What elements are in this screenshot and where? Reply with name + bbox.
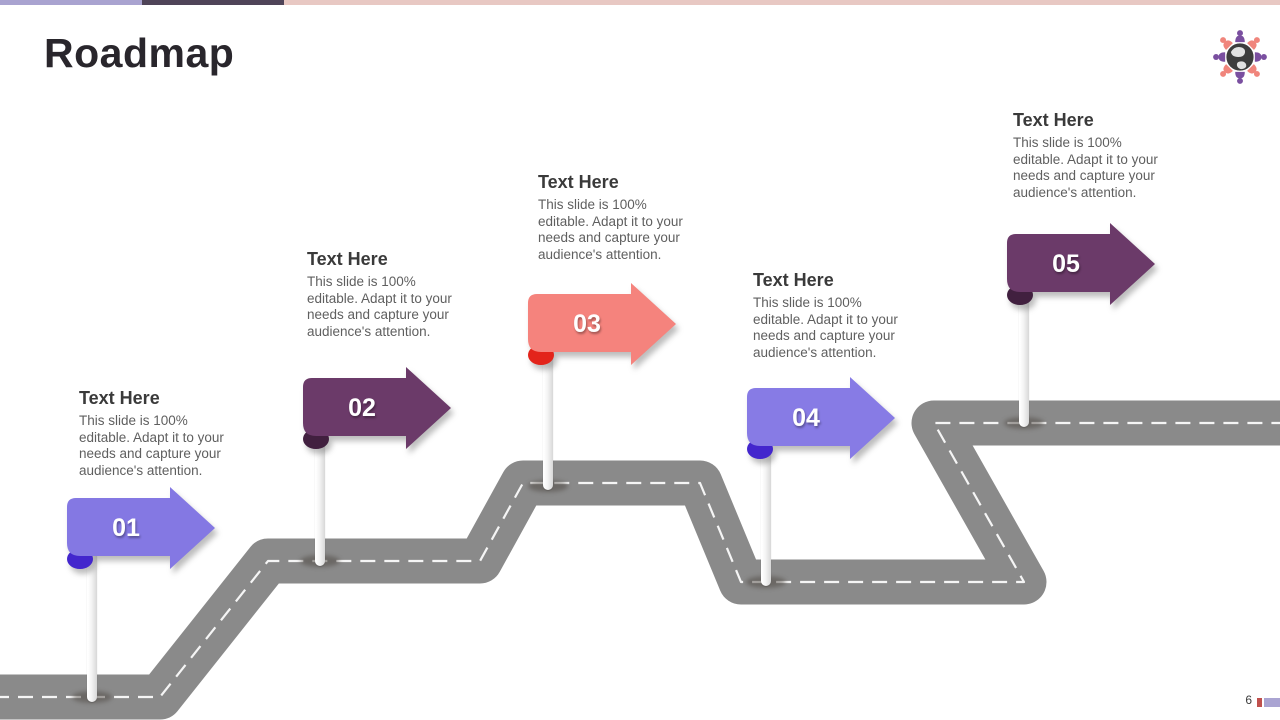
milestone-01-text: Text Here This slide is 100% editable. A… — [79, 388, 241, 480]
milestone-pole — [761, 420, 771, 586]
milestone-02-sign-arrow: 02 — [302, 366, 452, 450]
road-center-dashed-line — [0, 421, 1280, 699]
milestone-description: This slide is 100% editable. Adapt it to… — [307, 274, 452, 340]
milestone-heading: Text Here — [753, 270, 834, 290]
milestone-03-text: Text Here This slide is 100% editable. A… — [538, 172, 700, 264]
milestone-description: This slide is 100% editable. Adapt it to… — [538, 197, 683, 263]
page-title: Roadmap — [44, 30, 235, 76]
milestone-description: This slide is 100% editable. Adapt it to… — [1013, 135, 1158, 201]
accent-segment-2 — [142, 0, 284, 5]
milestone-number: 01 — [112, 514, 140, 542]
milestone-pole — [87, 540, 97, 702]
milestone-number: 05 — [1052, 250, 1080, 278]
milestone-heading: Text Here — [538, 172, 619, 192]
milestone-number: 02 — [348, 394, 376, 422]
footer-accent-bar-red — [1257, 698, 1262, 707]
milestone-pole — [315, 410, 325, 566]
arrow-sign-shape — [747, 377, 895, 459]
milestone-number: 03 — [573, 310, 601, 338]
accent-segment-3 — [284, 0, 1280, 5]
milestone-pole — [543, 330, 553, 490]
milestone-number: 04 — [792, 404, 820, 432]
globe-people-logo-icon — [1203, 24, 1277, 90]
globe-continents — [1230, 46, 1247, 70]
arrow-sign-shape — [528, 283, 676, 365]
milestone-heading: Text Here — [1013, 110, 1094, 130]
top-accent-bar — [0, 0, 1280, 5]
milestone-05-sign-arrow: 05 — [1006, 222, 1156, 306]
people-ring — [1213, 30, 1267, 84]
arrow-sign-shape — [1007, 223, 1155, 305]
milestone-02-text: Text Here This slide is 100% editable. A… — [307, 249, 469, 341]
milestone-heading: Text Here — [307, 249, 388, 269]
milestone-04-text: Text Here This slide is 100% editable. A… — [753, 270, 915, 362]
page-number: 6 — [1245, 693, 1252, 707]
milestone-05-text: Text Here This slide is 100% editable. A… — [1013, 110, 1175, 202]
arrow-sign-shape — [67, 487, 215, 569]
milestone-04-sign-arrow: 04 — [746, 376, 896, 460]
footer-accent-bar-purple — [1264, 698, 1280, 707]
milestone-description: This slide is 100% editable. Adapt it to… — [79, 413, 224, 479]
milestone-heading: Text Here — [79, 388, 160, 408]
arrow-sign-shape — [303, 367, 451, 449]
milestone-03-sign-arrow: 03 — [527, 282, 677, 366]
milestone-01-sign-arrow: 01 — [66, 486, 216, 570]
milestone-description: This slide is 100% editable. Adapt it to… — [753, 295, 898, 361]
accent-segment-1 — [0, 0, 142, 5]
milestone-pole — [1019, 266, 1029, 427]
